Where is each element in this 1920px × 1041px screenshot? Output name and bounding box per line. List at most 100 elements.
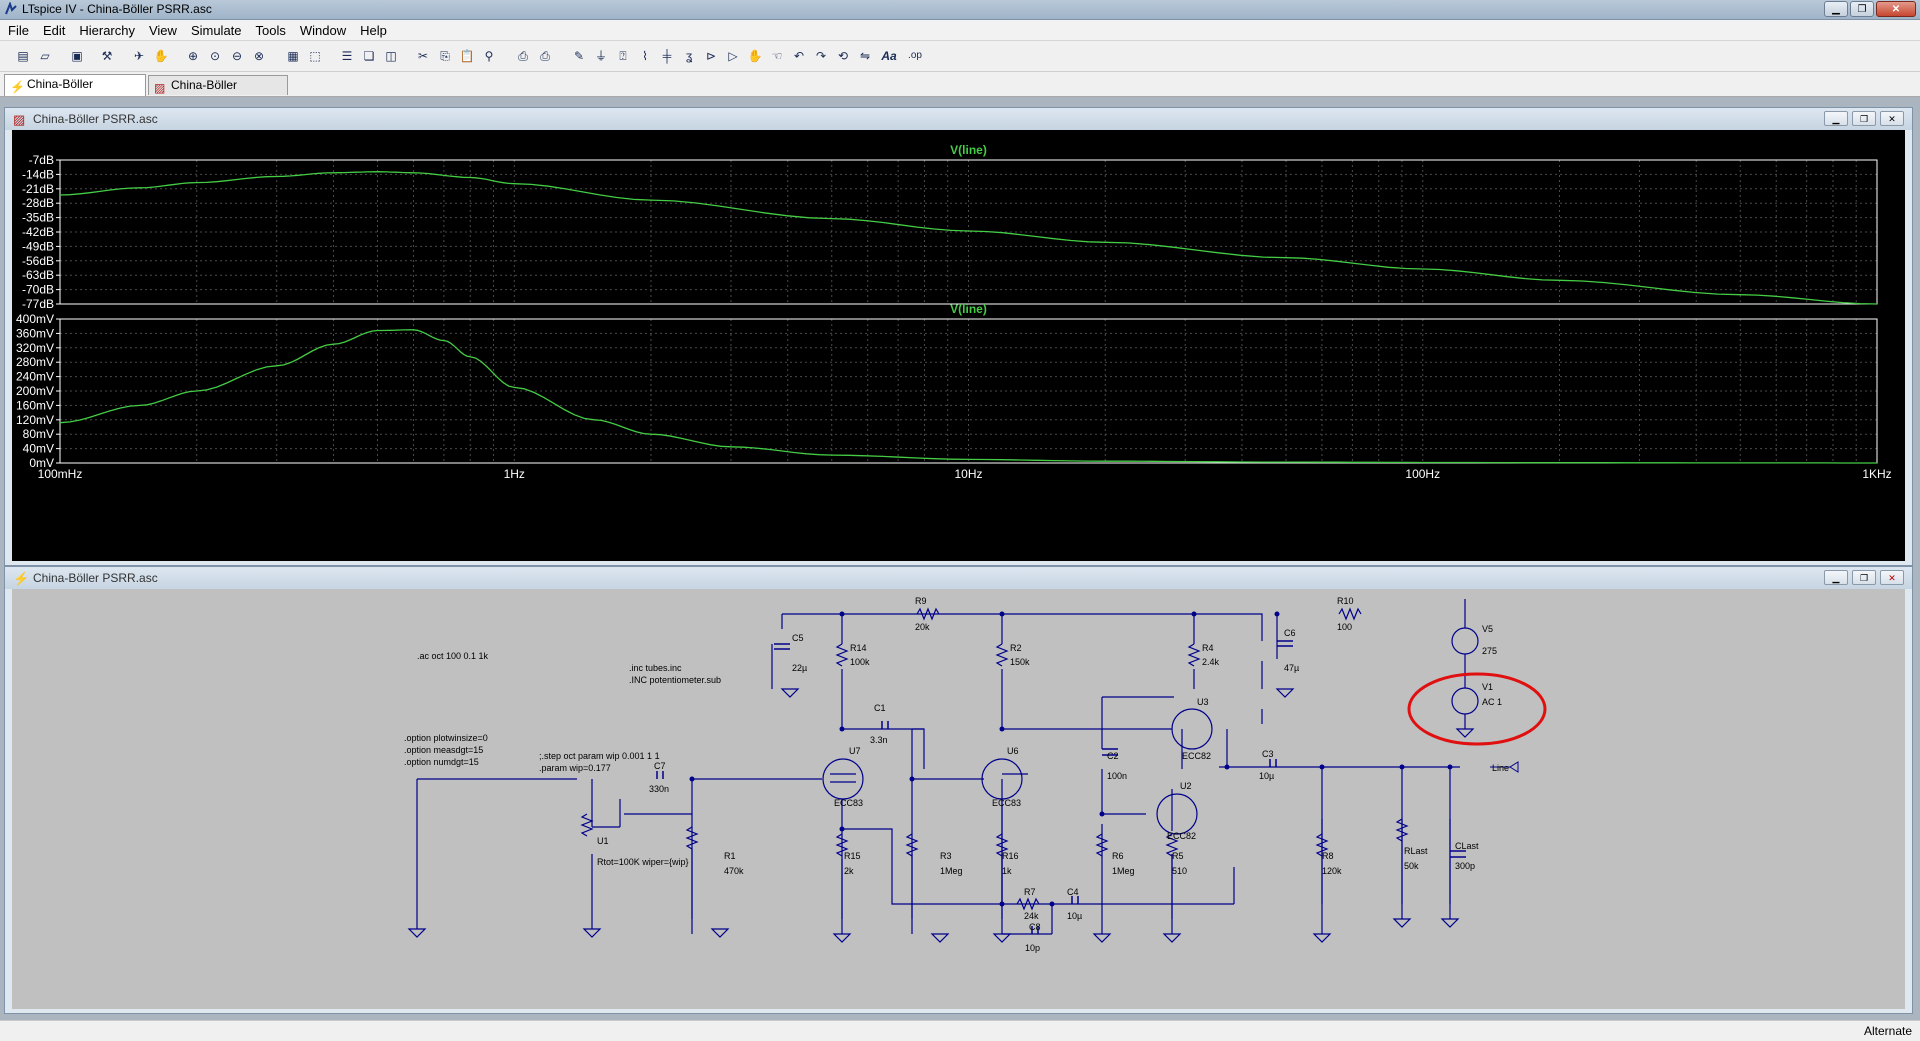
directive-inc-tubes[interactable]: .inc tubes.inc [629,663,682,673]
label-r2-ref: R2 [1010,643,1022,653]
spice-directive-icon[interactable]: .op [908,50,922,61]
waveform-plot-area[interactable]: -7dB-14dB-21dB-28dB-35dB-42dB-49dB-56dB-… [12,130,1905,561]
label-r9-ref: R9 [915,596,927,606]
wires [416,613,1460,935]
menu-hierarchy[interactable]: Hierarchy [79,23,135,38]
tile-vertical-icon[interactable]: ◫ [385,49,397,63]
status-bar: Alternate [0,1020,1920,1041]
label-v5-ref: V5 [1482,624,1493,634]
waveform-minimize-button[interactable]: ▁ [1824,111,1848,126]
component-icon[interactable]: ▷ [728,49,738,63]
cut-icon[interactable]: ✂ [417,49,429,63]
directive-inc-pot[interactable]: .INC potentiometer.sub [629,675,721,685]
waveform-icon: ▨ [154,81,166,95]
label-r10-ref: R10 [1337,596,1354,606]
inductor-icon[interactable]: ʓ [685,49,693,63]
mirror-icon[interactable]: ⇋ [859,49,871,63]
schematic-close-button[interactable]: ✕ [1880,570,1904,585]
resistor-icon[interactable]: ⌇ [642,49,648,63]
control-panel-icon[interactable]: ⚒ [101,49,113,63]
label-c7-ref: C7 [654,761,666,771]
cascade-icon[interactable]: ❏ [363,49,375,63]
menu-window[interactable]: Window [299,23,347,38]
zoom-out-icon[interactable]: ⊖ [231,49,243,63]
draw-wire-icon[interactable]: ✎ [573,49,585,63]
capacitors [656,640,1466,934]
new-schematic-icon[interactable]: ▤ [17,49,29,63]
label-c8-ref: C8 [1029,922,1041,932]
waveform-window-title: China-Böller PSRR.asc [33,112,158,126]
tile-horizontal-icon[interactable]: ☰ [341,49,353,63]
y-tick-label: 240mV [16,370,54,384]
trace-title[interactable]: V(line) [950,302,987,316]
run-icon[interactable]: ✈ [133,49,145,63]
print-icon[interactable]: ⎙ [540,49,550,63]
drag-icon[interactable]: ☜ [771,49,783,63]
menu-view[interactable]: View [148,23,177,38]
menu-tools[interactable]: Tools [255,23,286,38]
directive-plotwinsize[interactable]: .option plotwinsize=0 [404,733,488,743]
rotate-icon[interactable]: ⟲ [837,49,849,63]
move-icon[interactable]: ✋ [747,49,763,63]
y-tick-label: 160mV [16,398,54,412]
menu-help[interactable]: Help [360,23,387,38]
label-v5-value: 275 [1482,646,1497,656]
label-r5-ref: R5 [1172,851,1184,861]
waveform-plots: -7dB-14dB-21dB-28dB-35dB-42dB-49dB-56dB-… [16,143,1892,481]
waveform-close-button[interactable]: ✕ [1880,111,1904,126]
y-tick-label: 40mV [23,442,54,456]
tab-waveform[interactable]: ▨ China-Böller PSRR.asc [148,75,288,111]
x-tick-label: 100mHz [38,467,83,481]
minimize-button[interactable]: ▁ [1824,1,1848,17]
find-icon[interactable]: ⚲ [484,49,494,63]
paste-icon[interactable]: 📋 [459,49,475,63]
close-button[interactable]: ✕ [1876,1,1916,17]
tab-schematic[interactable]: ⚡ China-Böller PSRR.asc [4,74,146,110]
halt-icon[interactable]: ✋ [153,49,169,63]
zoom-fit-icon[interactable]: ⊗ [253,49,265,63]
menu-simulate[interactable]: Simulate [190,23,242,38]
label-c7-value: 330n [649,784,669,794]
x-tick-label: 1Hz [504,467,525,481]
maximize-button[interactable]: ❐ [1850,1,1874,17]
label-r9-value: 20k [915,622,930,632]
net-label-line[interactable]: Line [1492,763,1509,773]
label-net-icon[interactable]: ⍰ [619,49,627,63]
directive-param[interactable]: .param wip=0.177 [539,763,611,773]
menu-edit[interactable]: Edit [42,23,66,38]
capacitor-icon[interactable]: ╪ [662,49,672,63]
directive-step[interactable]: ;.step oct param wip 0.001 1 1 [539,751,660,761]
pan-icon[interactable]: ⊙ [209,49,221,63]
label-c1-value: 3.3n [870,735,888,745]
menu-file[interactable]: File [8,23,29,38]
y-tick-label: -28dB [22,196,54,210]
zoom-in-icon[interactable]: ⊕ [187,49,199,63]
text-icon[interactable]: Aa [881,49,897,63]
schematic-drawing: Line .ac oct 100 0.1 1k .inc tubes.inc .… [404,596,1547,953]
waveform-restore-button[interactable]: ❐ [1852,111,1876,126]
directive-numdgt[interactable]: .option numdgt=15 [404,757,479,767]
print-setup-icon[interactable]: ⎙ [518,49,528,63]
schematic-restore-button[interactable]: ❐ [1852,570,1876,585]
trace-title[interactable]: V(line) [950,143,987,157]
undo-icon[interactable]: ↶ [793,49,805,63]
copy-icon[interactable]: ⎘ [440,49,450,63]
redo-icon[interactable]: ↷ [815,49,827,63]
toolbar: ▤ ▱ ▣ ⚒ ✈ ✋ ⊕ ⊙ ⊖ ⊗ ▦ ⬚ ☰ ❏ ◫ ✂ ⎘ 📋 ⚲ ⎙ … [0,41,1920,72]
label-c8-value: 10p [1025,943,1040,953]
open-folder-icon[interactable]: ▱ [40,49,50,63]
autorange-icon[interactable]: ▦ [287,49,299,63]
directive-measdgt[interactable]: .option measdgt=15 [404,745,483,755]
ground-icon[interactable]: ⏚ [594,49,607,63]
label-c3-value: 10µ [1259,771,1274,781]
label-c2-value: 100n [1107,771,1127,781]
waveform-icon: ▨ [13,112,26,127]
schematic-canvas[interactable]: Line .ac oct 100 0.1 1k .inc tubes.inc .… [12,589,1905,1009]
label-c5-ref: C5 [792,633,804,643]
directive-ac[interactable]: .ac oct 100 0.1 1k [417,651,489,661]
y-tick-label: -63dB [22,268,54,282]
grid-icon[interactable]: ⬚ [309,49,321,63]
schematic-minimize-button[interactable]: ▁ [1824,570,1848,585]
diode-icon[interactable]: ⊳ [705,49,717,63]
save-icon[interactable]: ▣ [71,49,83,63]
